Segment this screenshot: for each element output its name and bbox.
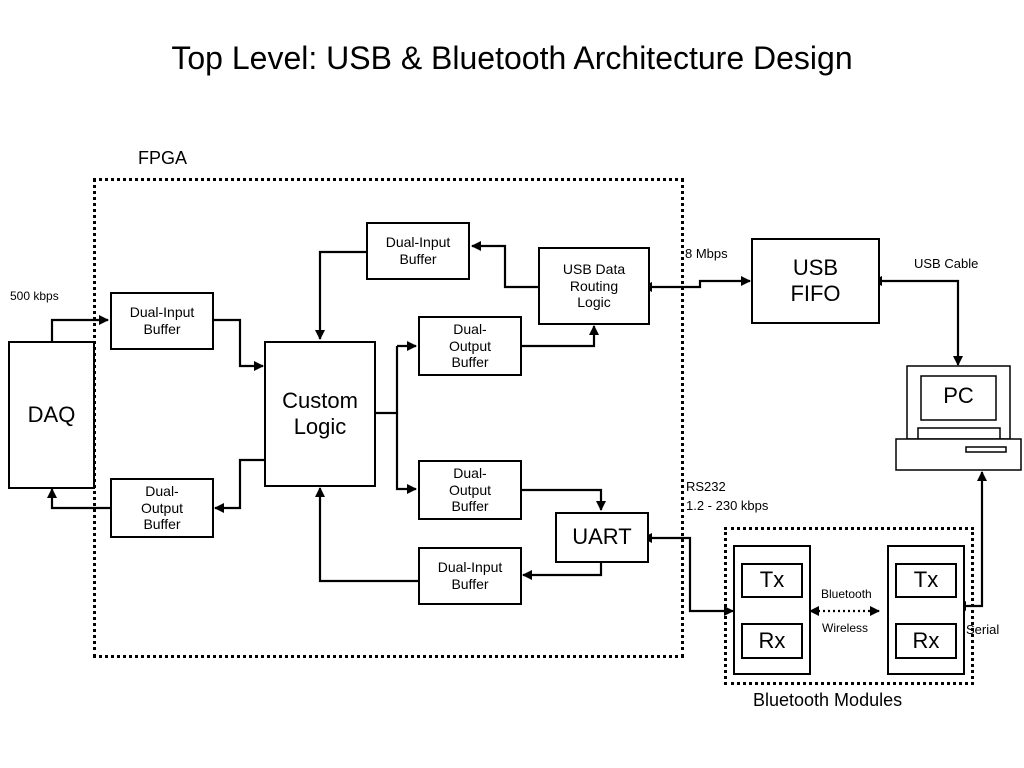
page-title: Top Level: USB & Bluetooth Architecture … <box>171 40 853 76</box>
routing-to-usb-input-buffer-arrow <box>471 241 538 289</box>
rx-left-block: Rx <box>741 623 803 659</box>
rx-right-block: Rx <box>895 623 957 659</box>
uart-bluetooth-link <box>642 533 734 616</box>
daq-output-buffer-block: Dual- Output Buffer <box>110 478 214 538</box>
rate-500kbps-label: 500 kbps <box>10 289 59 303</box>
uart-input-buffer-block: Dual-Input Buffer <box>418 547 522 605</box>
pc-icon <box>895 365 1022 471</box>
serial-label: Serial <box>966 622 1000 637</box>
bluetooth-modules-label: Bluetooth Modules <box>753 690 903 710</box>
output-buffer-to-daq-arrow <box>47 488 110 510</box>
input-buffer-to-logic-arrow <box>213 318 264 371</box>
rs232-label: RS232 <box>686 479 726 494</box>
usb-fifo-block: USB FIFO <box>751 238 880 324</box>
uart-output-buffer-block: Dual- Output Buffer <box>418 460 522 520</box>
logic-to-output-buffer-arrow <box>214 458 264 513</box>
fpga-label: FPGA <box>138 148 188 168</box>
uart-input-buffer-to-logic-arrow <box>315 487 418 583</box>
usb-output-buffer-block: Dual- Output Buffer <box>418 316 522 376</box>
logic-to-uart-output-buffer-arrow <box>395 413 417 494</box>
logic-split-line <box>376 346 399 415</box>
uart-to-input-buffer-arrow <box>522 563 603 580</box>
bluetooth-wireless-label-2: Wireless <box>822 621 869 635</box>
usb-output-buffer-to-routing-arrow <box>521 325 599 348</box>
rate-8mbps-label: 8 Mbps <box>685 246 728 261</box>
uart-block: UART <box>555 512 649 563</box>
tx-right-block: Tx <box>895 563 957 598</box>
usb-input-buffer-to-logic-arrow <box>315 250 366 340</box>
daq-block: DAQ <box>8 341 95 489</box>
rs232-rate-label: 1.2 - 230 kbps <box>686 498 769 513</box>
tx-left-block: Tx <box>741 563 803 598</box>
usb-input-buffer-block: Dual-Input Buffer <box>366 222 470 280</box>
usb-cable-label: USB Cable <box>914 256 979 271</box>
fifo-pc-link <box>872 276 963 366</box>
custom-logic-block: Custom Logic <box>264 341 376 487</box>
bluetooth-wireless-label-1: Bluetooth <box>821 587 872 601</box>
bluetooth-pc-link <box>956 471 987 611</box>
uart-output-buffer-to-uart-arrow <box>521 488 606 511</box>
daq-to-input-buffer-arrow <box>50 315 109 341</box>
daq-input-buffer-block: Dual-Input Buffer <box>110 292 214 350</box>
usb-routing-logic-block: USB Data Routing Logic <box>538 247 650 325</box>
pc-label: PC <box>943 383 974 408</box>
routing-fifo-link <box>642 276 751 292</box>
